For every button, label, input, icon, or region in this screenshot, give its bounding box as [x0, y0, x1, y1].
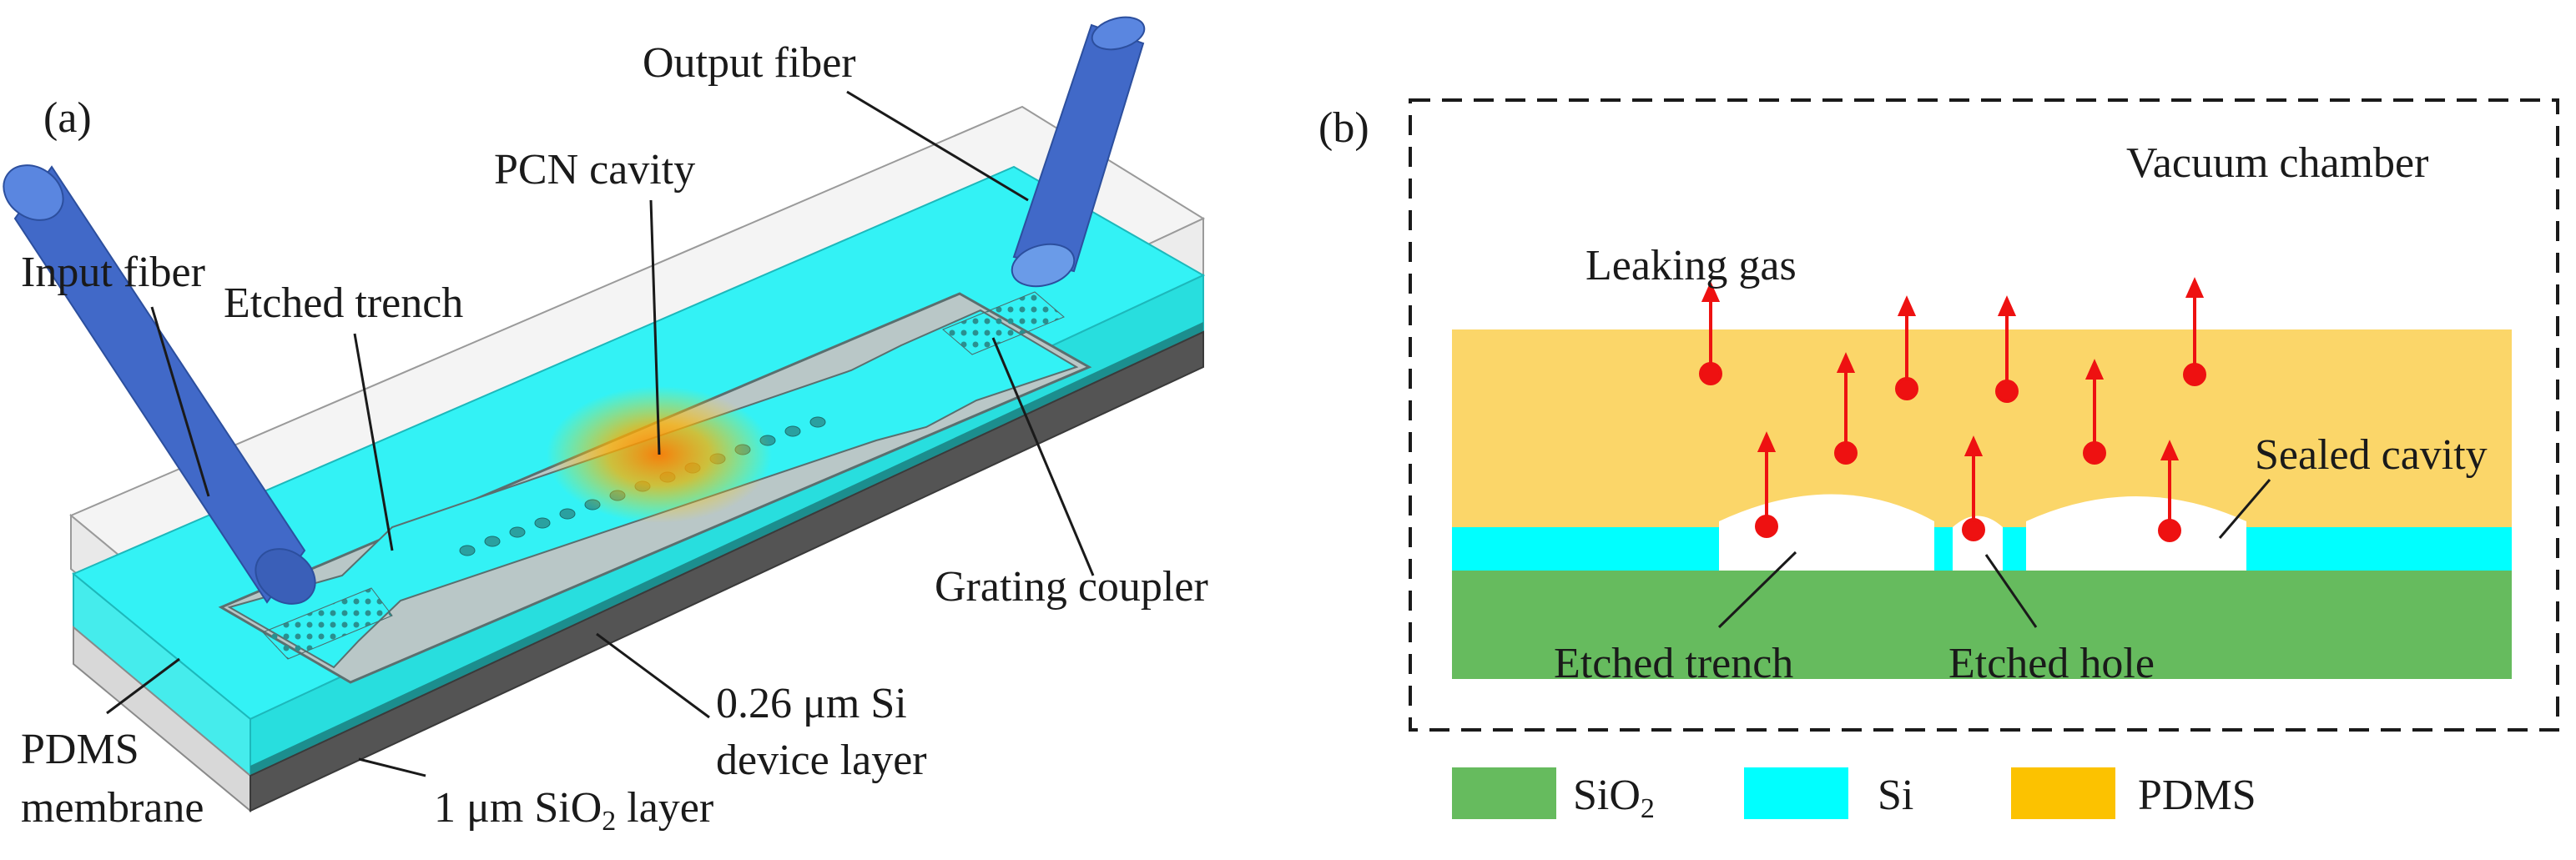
gas-molecule: [1699, 281, 1722, 385]
legend-label-si: Si: [1878, 772, 1913, 819]
label-si-line2: device layer: [716, 737, 927, 784]
si-device-edge: [250, 322, 1203, 776]
gas-arrows: [1699, 277, 2206, 542]
sio2-side-face: [250, 330, 1204, 812]
label-vacuum-chamber: Vacuum chamber: [2126, 139, 2428, 187]
sio2-layer: [1452, 571, 2512, 679]
sealed-trench-cavity-right: [2026, 496, 2246, 571]
leader-sio2-layer: [358, 757, 426, 777]
output-fiber: [1011, 16, 1146, 288]
si-pillar-right: [2003, 527, 2026, 571]
legend-swatch-si: [1744, 767, 1848, 819]
leader-pdms: [106, 657, 180, 715]
leader-input-fiber: [150, 306, 210, 497]
gas-molecule: [2183, 277, 2206, 386]
input-grating-coupler: [262, 587, 393, 660]
panel-b-leaders: [1717, 479, 2271, 629]
input-fiber-end: [3, 164, 64, 221]
label-input-fiber: Input fiber: [21, 249, 205, 296]
label-grating-coupler: Grating coupler: [935, 563, 1208, 611]
leader-si-layer: [596, 632, 710, 719]
leader-output-fiber: [846, 90, 1029, 202]
pdms-layer: [1452, 329, 2512, 530]
label-output-fiber: Output fiber: [643, 39, 856, 87]
panel-b: (b) Vacuum chamber Leaking: [1318, 98, 2559, 824]
leader-pcn-cavity: [649, 199, 661, 455]
output-fiber-tip: [1011, 243, 1076, 288]
gas-molecule: [1834, 352, 1858, 465]
label-etched-trench: Etched trench: [224, 279, 463, 327]
output-grating-coupler: [942, 291, 1065, 355]
label-etched-trench-b: Etched trench: [1554, 640, 1793, 687]
sealed-trench-cavity-left: [1719, 494, 1934, 571]
leader-sealed-cavity: [2218, 479, 2271, 539]
leader-grating-coupler: [991, 337, 1095, 576]
gas-molecule: [1895, 295, 1918, 400]
legend-swatch-sio2: [1452, 767, 1556, 819]
legend-label-sio2: SiO2: [1573, 772, 1655, 824]
leader-etched-trench: [353, 333, 394, 551]
input-fiber: [3, 164, 316, 605]
gas-molecule: [1962, 435, 1985, 541]
legend-swatch-pdms: [2011, 767, 2115, 819]
gas-molecule: [2158, 440, 2181, 542]
label-sealed-cavity: Sealed cavity: [2255, 431, 2488, 479]
panel-a-leaders: [106, 90, 1095, 777]
leader-etched-hole: [1984, 554, 2038, 628]
gas-molecule: [1755, 431, 1778, 538]
label-pdms-line2: membrane: [21, 784, 204, 832]
si-pillar-left: [1934, 527, 1953, 571]
label-si-line1: 0.26 μm Si: [716, 680, 907, 727]
leader-etched-trench-b: [1717, 551, 1797, 629]
input-fiber-tip: [255, 548, 316, 605]
label-pdms-line1: PDMS: [21, 726, 139, 773]
label-leaking-gas: Leaking gas: [1585, 242, 1797, 289]
label-sio2-layer: 1 μm SiO2 layer: [434, 784, 713, 837]
panel-b-tag: (b): [1318, 104, 1369, 152]
legend: SiO2 Si PDMS: [1452, 767, 2256, 824]
panel-a: (a): [3, 16, 1208, 837]
panel-a-tag: (a): [43, 94, 92, 142]
output-fiber-end: [1091, 16, 1146, 51]
label-etched-hole: Etched hole: [1948, 640, 2155, 687]
legend-label-pdms: PDMS: [2138, 772, 2256, 819]
gas-molecule: [2083, 359, 2106, 465]
vacuum-chamber-outline: [1409, 98, 2559, 732]
sio2-layer-3d: [73, 330, 1204, 813]
label-pcn-cavity: PCN cavity: [494, 146, 695, 194]
gas-molecule: [1995, 295, 2019, 403]
